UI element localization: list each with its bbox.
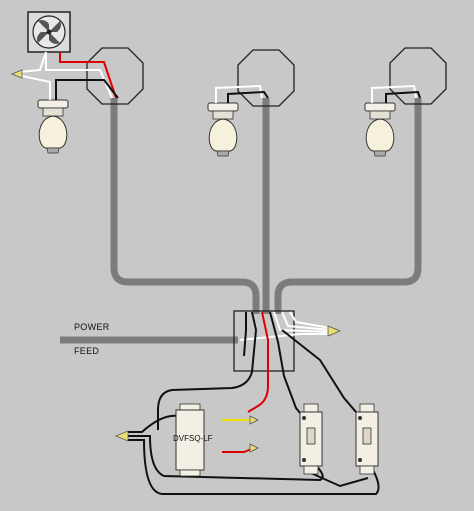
- wire-nut-icon: [10, 69, 23, 79]
- ceiling-fan-icon: [27, 11, 71, 53]
- light-bulb-icon: [37, 99, 69, 154]
- conduit-right: [274, 98, 422, 314]
- wire-nut-icon: [327, 325, 342, 337]
- toggle-switch-icon: [355, 403, 379, 475]
- power-label: POWER: [74, 322, 110, 332]
- octagon-junction-box-icon: [237, 49, 295, 107]
- conduit-left: [110, 98, 260, 314]
- wire-nut-icon: [114, 430, 129, 442]
- switch-junction-box: [233, 310, 295, 372]
- light-bulb-icon: [207, 102, 239, 157]
- fixture-wiring: [19, 51, 421, 103]
- fan-control-label: DVFSQ-LF: [173, 434, 213, 443]
- toggle-switch-icon: [299, 403, 323, 475]
- octagon-junction-box-icon: [86, 47, 144, 105]
- conduit-runs: [60, 98, 422, 344]
- fan-control-device: [175, 403, 205, 477]
- wire-nut-icon: [249, 415, 259, 425]
- octagon-junction-box-icon: [389, 47, 447, 105]
- light-bulb-icon: [364, 102, 396, 157]
- wire-nut-icon: [249, 443, 259, 453]
- feed-label: FEED: [74, 346, 100, 356]
